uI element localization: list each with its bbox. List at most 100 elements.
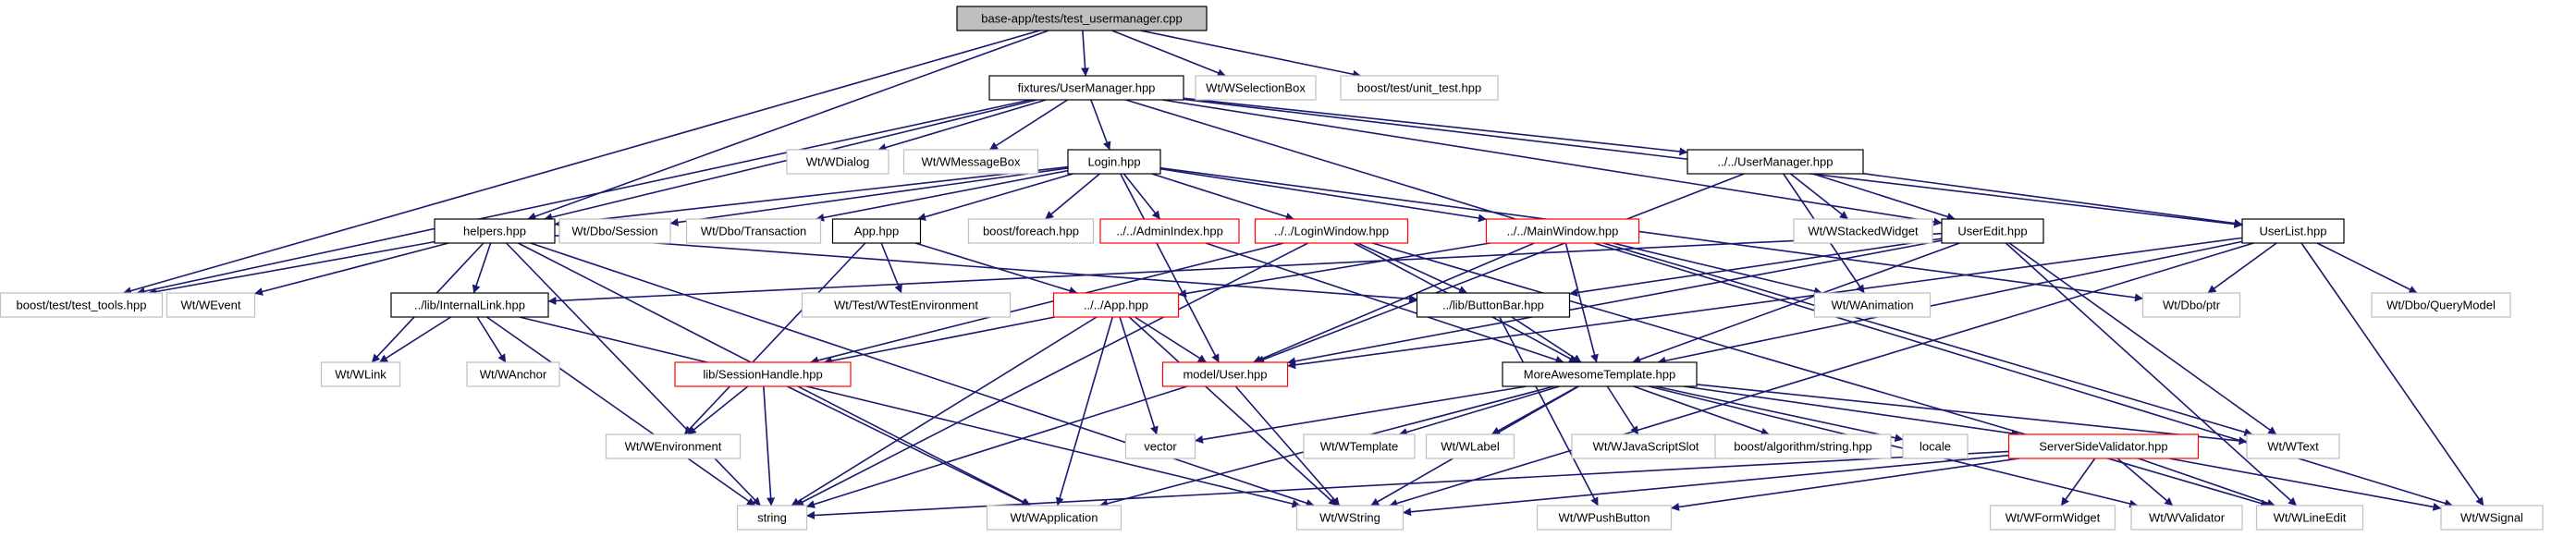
graph-node-wstring[interactable]: Wt/WString (1295, 505, 1405, 531)
graph-node-foreach[interactable]: boost/foreach.hpp (967, 218, 1095, 244)
edge-login-to-loginwin (1151, 173, 1294, 221)
graph-node-um[interactable]: ../../UserManager.hpp (1687, 149, 1864, 175)
graph-node-wline[interactable]: Wt/WLineEdit (2255, 505, 2364, 531)
graph-node-locale[interactable]: locale (1902, 433, 1969, 459)
edge-fx_um-to-useredit (1162, 99, 1943, 226)
node-label: Wt/WApplication (1011, 511, 1098, 525)
graph-node-wdialog[interactable]: Wt/WDialog (786, 149, 889, 175)
graph-node-useredit[interactable]: UserEdit.hpp (1941, 218, 2044, 244)
edge-login-to-user (1120, 173, 1220, 363)
edge-root-to-unittest (1140, 30, 1362, 79)
graph-node-string[interactable]: string (736, 505, 808, 531)
graph-node-sessh[interactable]: lib/SessionHandle.hpp (674, 361, 852, 387)
node-label: Wt/WPushButton (1559, 511, 1650, 525)
graph-node-wanchor[interactable]: Wt/WAnchor (466, 361, 560, 387)
edge-useredit-to-wline (2005, 242, 2298, 506)
graph-node-loginwin[interactable]: ../../LoginWindow.hpp (1254, 218, 1409, 244)
node-label: Wt/WSignal (2460, 511, 2523, 525)
edge-userlist-to-user (1287, 237, 2243, 370)
graph-node-dboqm[interactable]: Wt/Dbo/QueryModel (2371, 292, 2511, 318)
node-label: helpers.hpp (463, 225, 526, 238)
node-label: fixtures/UserManager.hpp (1018, 81, 1156, 95)
edge-loginwin-to-sessh (810, 242, 1284, 365)
edge-app2-to-sessh (823, 316, 1055, 365)
graph-node-helpers[interactable]: helpers.hpp (434, 218, 556, 244)
graph-node-wtext[interactable]: Wt/WText (2246, 433, 2340, 459)
graph-node-mainwin[interactable]: ../../MainWindow.hpp (1485, 218, 1640, 244)
graph-node-testtools[interactable]: boost/test/test_tools.hpp (0, 292, 164, 318)
node-box (1416, 292, 1571, 318)
node-label: Wt/Dbo/Session (571, 225, 657, 238)
edge-intlink-to-string (486, 316, 755, 506)
node-label: ../lib/InternalLink.hpp (414, 299, 525, 312)
node-label: Wt/WFormWidget (2006, 511, 2101, 525)
graph-node-wpush[interactable]: Wt/WPushButton (1536, 505, 1673, 531)
graph-node-dboptr[interactable]: Wt/Dbo/ptr (2141, 292, 2241, 318)
node-label: model/User.hpp (1183, 368, 1267, 382)
graph-node-wsignal[interactable]: Wt/WSignal (2440, 505, 2544, 531)
graph-node-root[interactable]: base-app/tests/test_usermanager.cpp (956, 6, 1208, 31)
edge-user-to-wstring (1234, 385, 1341, 506)
graph-node-wtemplate[interactable]: Wt/WTemplate (1303, 433, 1416, 459)
edge-app2-to-wstring (1128, 316, 1338, 506)
graph-node-userlist[interactable]: UserList.hpp (2241, 218, 2345, 244)
edge-login-to-mainwin (1159, 167, 1487, 223)
node-box (1902, 433, 1969, 459)
graph-node-dbosession[interactable]: Wt/Dbo/Session (558, 218, 671, 244)
edge-root-to-testtools (122, 30, 1040, 295)
edge-fx_um-to-login (1090, 99, 1111, 151)
node-box (1195, 75, 1317, 101)
graph-node-ssv[interactable]: ServerSideValidator.hpp (2007, 433, 2200, 459)
node-label: Wt/WLink (335, 368, 386, 382)
node-label: UserList.hpp (2260, 225, 2327, 238)
node-box (1124, 433, 1196, 459)
edge-mainwin-to-mat (1564, 242, 1599, 363)
edge-sessh-to-wenv (687, 385, 749, 435)
node-box (558, 218, 671, 244)
node-box (1536, 505, 1673, 531)
edge-useredit-to-wtext (2008, 242, 2277, 435)
edge-helpers-to-intlink (472, 242, 492, 294)
graph-node-app2[interactable]: ../../App.hpp (1052, 292, 1180, 318)
graph-node-wform[interactable]: Wt/WFormWidget (1989, 505, 2116, 531)
node-box (2371, 292, 2511, 318)
graph-node-mat[interactable]: MoreAwesomeTemplate.hpp (1502, 361, 1698, 387)
graph-node-wevent[interactable]: Wt/WEvent (166, 292, 256, 318)
edge-helpers-to-string (506, 242, 761, 506)
graph-node-wenv[interactable]: Wt/WEnvironment (605, 433, 742, 459)
nodes-layer: base-app/tests/test_usermanager.cppfixtu… (0, 6, 2544, 531)
node-label: Wt/WLineEdit (2274, 511, 2347, 525)
graph-node-buttonbar[interactable]: ../lib/ButtonBar.hpp (1416, 292, 1571, 318)
graph-node-user[interactable]: model/User.hpp (1161, 361, 1289, 387)
edge-mat-to-locale (1655, 385, 1904, 443)
graph-node-wlabel[interactable]: Wt/WLabel (1425, 433, 1515, 459)
graph-node-apphpp[interactable]: App.hpp (831, 218, 922, 244)
graph-node-vector[interactable]: vector (1124, 433, 1196, 459)
edge-sessh-to-string (763, 385, 776, 506)
graph-node-fx_um[interactable]: fixtures/UserManager.hpp (988, 75, 1184, 101)
graph-node-intlink[interactable]: ../lib/InternalLink.hpp (390, 292, 549, 318)
node-box (0, 292, 164, 318)
edge-app2-to-string (791, 316, 1098, 506)
graph-node-wlink[interactable]: Wt/WLink (320, 361, 401, 387)
node-label: ../../UserManager.hpp (1717, 155, 1833, 169)
graph-node-dbotrans[interactable]: Wt/Dbo/Transaction (685, 218, 822, 244)
node-box (2130, 505, 2243, 531)
edge-ssv-to-wsignal (2168, 458, 2442, 511)
graph-node-wtestenv[interactable]: Wt/Test/WTestEnvironment (801, 292, 1012, 318)
edge-apphpp-to-wenv (683, 242, 866, 435)
graph-node-wanim[interactable]: Wt/WAnimation (1813, 292, 1932, 318)
graph-node-wselbox[interactable]: Wt/WSelectionBox (1195, 75, 1317, 101)
graph-node-login[interactable]: Login.hpp (1067, 149, 1161, 175)
graph-node-algostr[interactable]: boost/algorithm/string.hpp (1714, 433, 1892, 459)
node-box (1340, 75, 1499, 101)
graph-node-wapp[interactable]: Wt/WApplication (986, 505, 1122, 531)
graph-node-wvalid[interactable]: Wt/WValidator (2130, 505, 2243, 531)
graph-node-wmsgbox[interactable]: Wt/WMessageBox (902, 149, 1039, 175)
node-label: Wt/WText (2267, 440, 2319, 454)
graph-node-wstacked[interactable]: Wt/WStackedWidget (1793, 218, 1933, 244)
graph-node-adminidx[interactable]: ../../AdminIndex.hpp (1099, 218, 1240, 244)
graph-node-wjsslot[interactable]: Wt/WJavaScriptSlot (1571, 433, 1721, 459)
edge-apphpp-to-app2 (914, 242, 1078, 295)
graph-node-unittest[interactable]: boost/test/unit_test.hpp (1340, 75, 1499, 101)
